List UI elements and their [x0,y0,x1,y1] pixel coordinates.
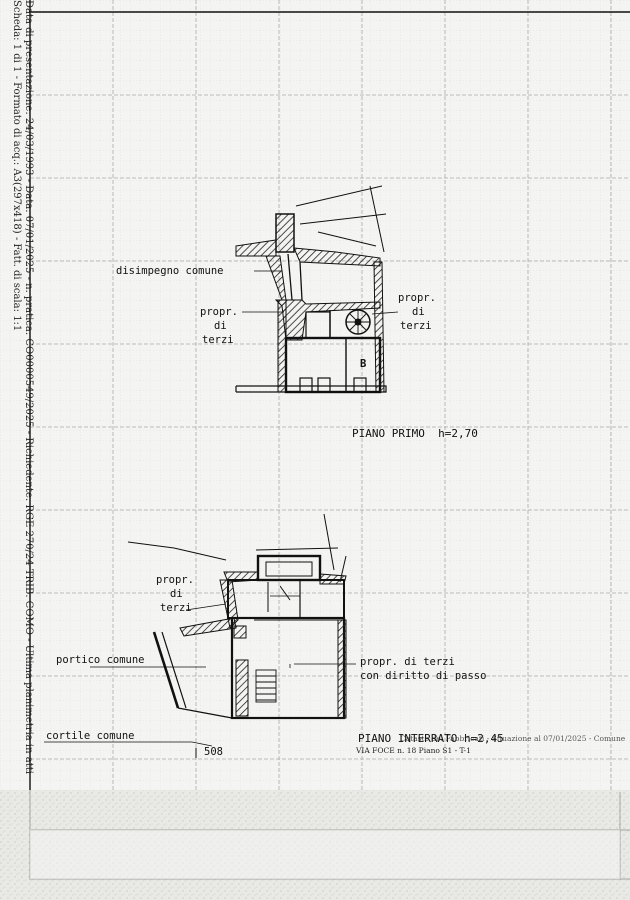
margin-line-sheet: Scheda: 1 di 1 - Formato di acq.: A3(297… [11,0,22,332]
right-third-party-label-2: di [412,306,425,318]
left-third-party-label-1: propr. [200,306,238,318]
top-third-party-label-3: terzi [160,602,192,614]
top-third-party-label-1: propr. [156,574,194,586]
stamp-line-2: VIA FOCE n. 18 Piano S1 - T-1 [356,746,471,755]
portico-label: portico comune [56,654,145,666]
courtyard-label: cortile comune [46,730,135,742]
lower-plan [44,513,356,747]
lower-floor-title: PIANO INTERRATO h=2,45 [358,732,504,745]
right-third-party-label-1: propr. [398,292,436,304]
top-third-party-label-2: di [170,588,183,600]
right-note-line-1: propr. di terzi [360,656,455,668]
upper-plan [235,185,399,394]
left-third-party-label-2: di [214,320,227,332]
right-third-party-label-3: terzi [400,320,432,332]
dimension-label: 508 [204,746,223,758]
right-note-line-2: con diritto di passo [360,670,487,682]
margin-line-presentation: Data di presentazione: 24/03/1993 - Data… [23,0,34,774]
margin-metadata: Data di presentazione: 24/03/1993 - Data… [6,0,34,900]
corridor-label: disimpegno comune [116,265,224,277]
upper-floor-title: PIANO PRIMO h=2,70 [352,427,478,440]
left-third-party-label-3: terzi [202,334,234,346]
stamp-line-1: Catasto dei Fabbricati - Situazione al 0… [400,734,626,743]
room-letter: B [360,358,367,370]
